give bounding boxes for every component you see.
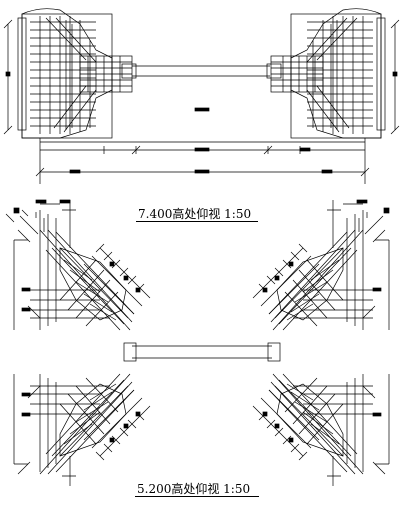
view-title-bottom: 5.200高处仰视 1:50 xyxy=(137,482,251,496)
plan-bottom xyxy=(5,199,390,486)
plan-top xyxy=(3,8,400,184)
view-title-top: 7.400高处仰视 1:50 xyxy=(138,207,252,221)
view-title-top-underline xyxy=(136,221,258,222)
view-title-bottom-underline xyxy=(135,496,259,497)
